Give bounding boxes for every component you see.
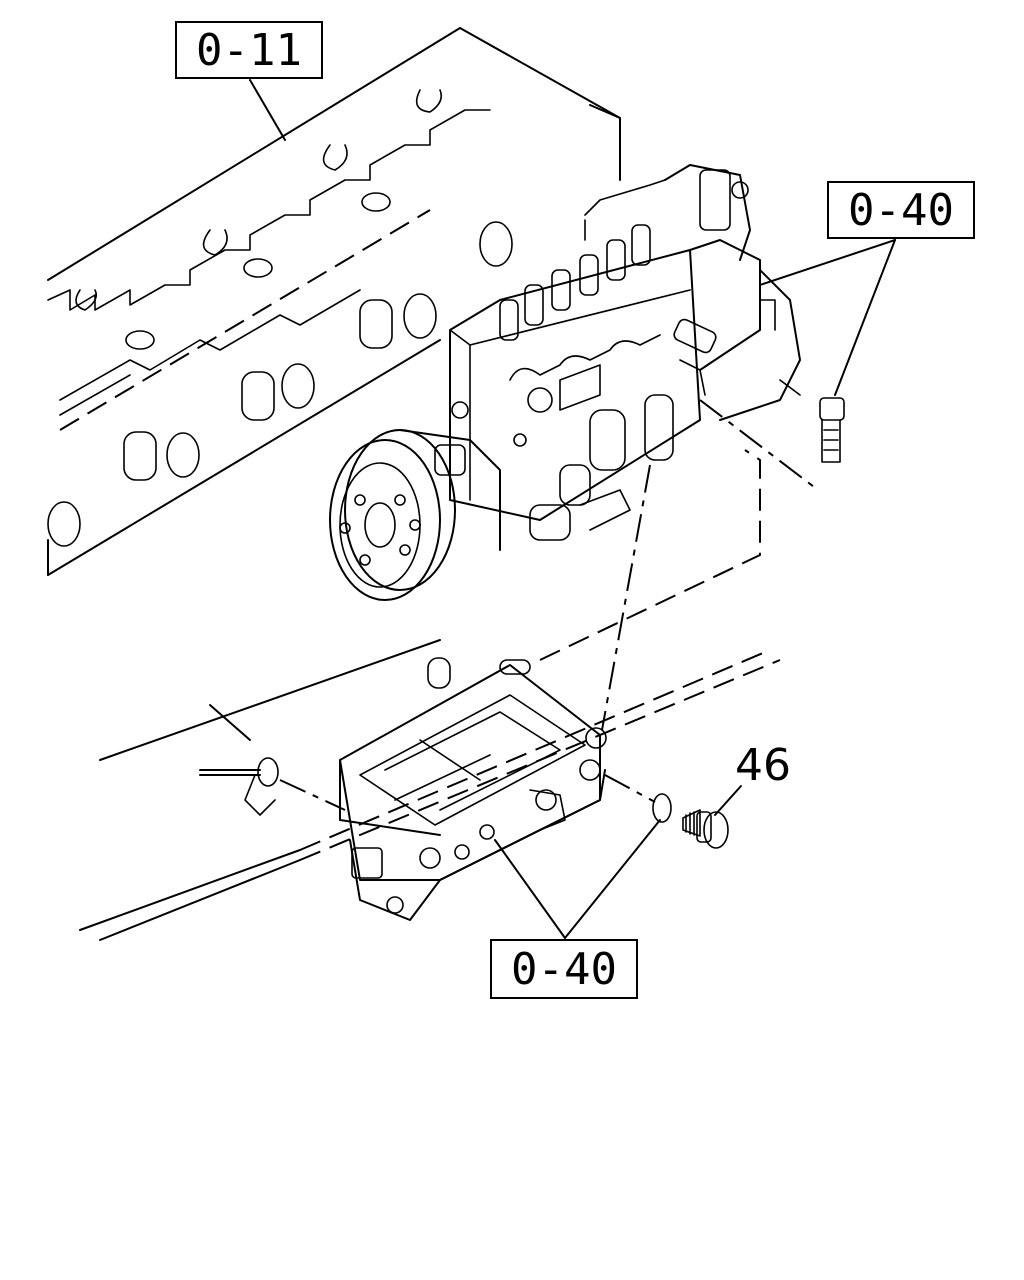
cylinder-block-outline — [47, 27, 621, 576]
callout-0-40-bottom: 0-40 — [490, 939, 638, 999]
injection-pump-assembly — [329, 164, 801, 601]
leader-lines — [249, 79, 896, 939]
left-stay-washer — [244, 757, 346, 816]
callout-0-40-top: 0-40 — [827, 181, 975, 239]
part-number-46: 46 — [735, 740, 791, 791]
callout-label-0-40-bottom: 0-40 — [511, 944, 617, 995]
callout-label-0-40-top: 0-40 — [848, 185, 954, 236]
pump-mount-bolt-upper — [699, 397, 845, 491]
callout-0-11: 0-11 — [175, 21, 323, 79]
engine-block-rail — [79, 449, 781, 941]
bolt-46-icon — [682, 809, 729, 849]
callout-label-0-11: 0-11 — [196, 25, 302, 76]
injection-pump-bracket — [339, 659, 607, 921]
delivery-valve-holders — [499, 179, 666, 341]
right-washer — [601, 464, 672, 823]
